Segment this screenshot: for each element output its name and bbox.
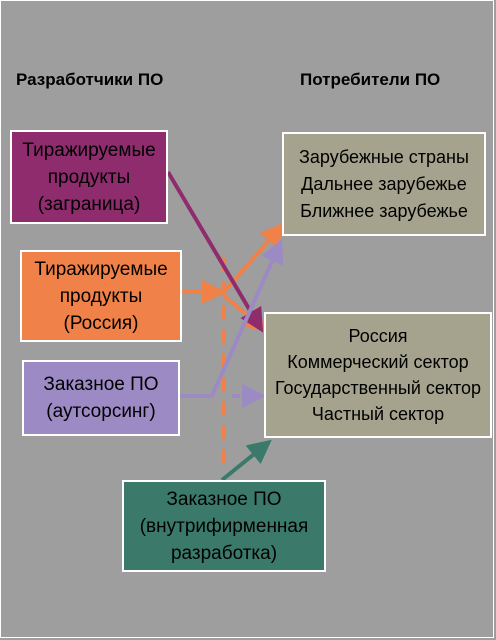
box-line: Россия — [348, 326, 408, 346]
box-line: разработка) — [170, 542, 278, 564]
developer-box-inhouse: Заказное ПО (внутрифирменная разработка) — [122, 480, 326, 572]
box-line: Заказное ПО — [43, 374, 159, 395]
consumers-heading: Потребители ПО — [300, 70, 441, 89]
developer-box-outsourcing: Заказное ПО (аутсорсинг) — [22, 360, 180, 436]
box-line: Зарубежные страны — [299, 146, 469, 167]
box-line: Государственный сектор — [274, 378, 482, 398]
arrow-inhouse-to-russia — [220, 439, 272, 482]
arrow-foreign-products-to-russia — [166, 170, 264, 333]
developer-box-russia-products: Тиражируемые продукты (Россия) — [20, 250, 182, 342]
box-line: Тиражируемые — [34, 258, 168, 280]
arrow-outsourcing-to-foreign — [180, 238, 284, 398]
box-line: продукты — [59, 285, 143, 307]
box-line: (заграница) — [37, 193, 141, 215]
box-line: продукты — [47, 166, 131, 188]
box-line: Коммерческий сектор — [287, 352, 469, 372]
box-line: (аутсорсинг) — [46, 401, 156, 422]
box-line: Частный сектор — [311, 404, 445, 424]
box-line: Тиражируемые — [22, 139, 156, 161]
box-line: Заказное ПО — [166, 488, 282, 510]
box-line: Ближнее зарубежье — [300, 200, 468, 221]
consumer-box-russia: Россия Коммерческий сектор Государственн… — [264, 312, 492, 438]
developer-box-foreign-products: Тиражируемые продукты (заграница) — [10, 130, 168, 224]
box-line: (внутрифирменная — [139, 515, 309, 537]
developers-heading: Разработчики ПО — [16, 70, 164, 89]
box-line: Дальнее зарубежье — [301, 173, 467, 194]
box-line: (Россия) — [63, 312, 139, 334]
consumer-box-foreign: Зарубежные страны Дальнее зарубежье Ближ… — [282, 132, 486, 236]
